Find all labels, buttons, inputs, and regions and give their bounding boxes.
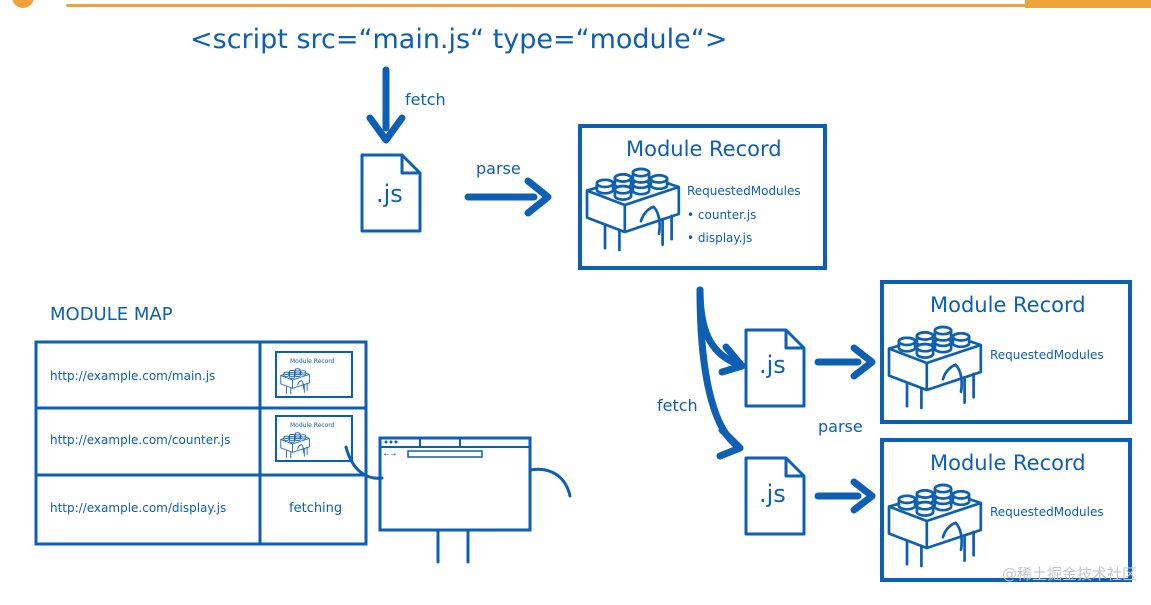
display-module-record-title: Module Record [930, 451, 1086, 475]
browser-character [344, 436, 572, 564]
browser-nav-arrows: ← → [384, 451, 396, 458]
module-map-url-main: http://example.com/main.js [50, 369, 215, 383]
module-map-thumb-counter [275, 415, 353, 462]
main-js-file-label: .js [376, 180, 403, 208]
fetch-label-right: fetch [657, 396, 698, 415]
thumb-title-main: Module Record [290, 358, 335, 365]
module-map-title: MODULE MAP [50, 304, 173, 325]
counter-js-file-label: .js [759, 351, 786, 379]
fetch-branch-arrowhead-2 [716, 426, 744, 460]
module-map-url-counter: http://example.com/counter.js [50, 433, 230, 447]
accent-line [66, 4, 1026, 7]
display-requested-modules-label: RequestedModules [990, 505, 1104, 519]
accent-dot [12, 0, 34, 8]
fetch-branch-arrowhead-1 [718, 343, 746, 376]
parse-arrowhead-display [850, 478, 876, 514]
top-accent-bar [0, 0, 1151, 8]
display-js-file-label: .js [759, 480, 786, 508]
main-requested-display: • display.js [687, 231, 752, 245]
module-map-status-fetching: fetching [289, 501, 342, 516]
parse-arrowhead-counter [850, 344, 876, 380]
module-map-url-display: http://example.com/display.js [50, 501, 226, 515]
accent-tab [1025, 0, 1151, 8]
fetch-arrowhead-down [366, 114, 406, 144]
fetch-label-top: fetch [405, 90, 446, 109]
watermark-text: @稀土掘金技术社区 [1001, 565, 1137, 583]
main-requested-counter: • counter.js [687, 208, 756, 222]
parse-label-top: parse [476, 159, 521, 178]
parse-label-right: parse [818, 417, 863, 436]
script-tag-text: <script src=“main.js“ type=“module“> [190, 24, 727, 55]
counter-module-record-title: Module Record [930, 293, 1086, 317]
parse-arrowhead-right [524, 177, 552, 217]
main-requested-modules-label: RequestedModules [687, 184, 801, 198]
main-module-record-title: Module Record [626, 137, 782, 161]
thumb-title-counter: Module Record [290, 422, 335, 429]
counter-requested-modules-label: RequestedModules [990, 348, 1104, 362]
display-module-record-box [880, 438, 1132, 582]
module-map-thumb-main [275, 351, 353, 398]
